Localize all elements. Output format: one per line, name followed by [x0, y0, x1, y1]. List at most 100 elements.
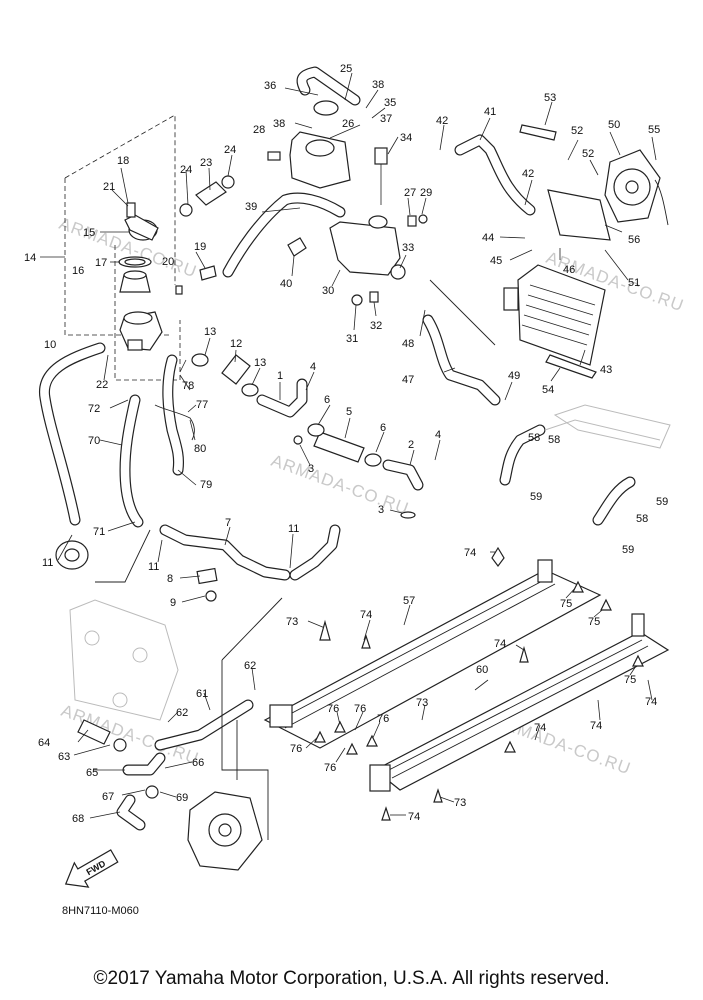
callout-58a: 58	[528, 432, 540, 444]
callout-14: 14	[24, 252, 36, 264]
callout-74f: 74	[534, 722, 546, 734]
callout-62b: 62	[176, 707, 188, 719]
callout-76b: 76	[354, 703, 366, 715]
callout-40: 40	[280, 278, 292, 290]
callout-16: 16	[72, 265, 84, 277]
callout-50: 50	[608, 119, 620, 131]
hose-7	[159, 524, 291, 581]
callout-57: 57	[403, 595, 415, 607]
callout-35: 35	[384, 97, 396, 109]
callout-74c: 74	[494, 638, 506, 650]
callout-4a: 4	[310, 361, 316, 373]
bolt-9	[205, 590, 217, 602]
callout-77: 77	[196, 399, 208, 411]
callout-20: 20	[162, 256, 174, 268]
callout-4b: 4	[435, 429, 441, 441]
callout-71: 71	[93, 526, 105, 538]
callout-78: 78	[182, 380, 194, 392]
pipe-57	[263, 559, 602, 749]
callout-13b: 13	[254, 357, 266, 369]
copyright-notice: ©2017 Yamaha Motor Corporation, U.S.A. A…	[93, 968, 610, 989]
callout-26: 26	[342, 118, 354, 130]
callout-54: 54	[542, 384, 554, 396]
pipe-1	[256, 378, 308, 418]
callout-72: 72	[88, 403, 100, 415]
callout-69: 69	[176, 792, 188, 804]
callout-66: 66	[192, 757, 204, 769]
callout-31: 31	[346, 333, 358, 345]
engine-block-ghost	[69, 599, 179, 721]
callout-67: 67	[102, 791, 114, 803]
callout-43: 43	[600, 364, 612, 376]
callout-80: 80	[194, 443, 206, 455]
callout-52b: 52	[582, 148, 594, 160]
callout-73c: 73	[454, 797, 466, 809]
callout-74b: 74	[360, 609, 372, 621]
callout-65: 65	[86, 767, 98, 779]
wire-77	[154, 404, 195, 441]
callout-25: 25	[340, 63, 352, 75]
callout-30: 30	[322, 285, 334, 297]
callout-13a: 13	[204, 326, 216, 338]
clip-3	[293, 435, 303, 445]
callout-59a: 59	[530, 491, 542, 503]
strip-54	[545, 354, 597, 379]
callout-37: 37	[380, 113, 392, 125]
callout-15: 15	[83, 227, 95, 239]
hose-23-24	[179, 175, 235, 217]
clamp-8	[196, 567, 218, 585]
hose-70	[119, 394, 144, 528]
hose-58-upper	[499, 424, 546, 486]
callout-74g: 74	[408, 811, 420, 823]
callout-44: 44	[482, 232, 494, 244]
callout-5: 5	[346, 406, 352, 418]
callout-18: 18	[117, 155, 129, 167]
callout-56: 56	[628, 234, 640, 246]
callout-75a: 75	[560, 598, 572, 610]
callout-11b: 11	[148, 561, 159, 573]
callout-49: 49	[508, 370, 520, 382]
ghost-radiator-outline	[544, 404, 671, 449]
callout-33: 33	[402, 242, 414, 254]
callout-22: 22	[96, 379, 108, 391]
hose-39	[222, 192, 346, 278]
callout-59b: 59	[656, 496, 668, 508]
fan-shroud-56	[547, 149, 669, 241]
callout-46: 46	[563, 264, 575, 276]
callout-7: 7	[225, 517, 231, 529]
callout-27: 27	[404, 187, 416, 199]
callout-24a: 24	[180, 164, 192, 176]
callout-39: 39	[245, 201, 257, 213]
fwd-arrow: FWD	[64, 849, 119, 888]
reservoir-cap-26	[267, 66, 361, 189]
callout-34: 34	[400, 132, 412, 144]
callout-47: 47	[402, 374, 414, 386]
callout-23: 23	[200, 157, 212, 169]
callout-42b: 42	[522, 168, 534, 180]
hose-47	[422, 314, 501, 406]
callout-24b: 24	[224, 144, 236, 156]
callout-41: 41	[484, 106, 496, 118]
callout-79: 79	[200, 479, 212, 491]
hose-5	[307, 423, 382, 467]
hose-12-13	[191, 353, 259, 397]
hose-58-lower	[592, 476, 636, 526]
pipe-11-right	[289, 524, 341, 581]
hose-41	[454, 134, 536, 216]
callout-21: 21	[103, 181, 115, 193]
strip-53	[519, 124, 557, 141]
callout-9: 9	[170, 597, 176, 609]
leader-lines	[57, 72, 657, 819]
callout-60: 60	[476, 664, 488, 676]
cap-34	[374, 147, 388, 165]
callout-68: 68	[72, 813, 84, 825]
callout-1: 1	[277, 370, 283, 382]
callout-75c: 75	[624, 674, 636, 686]
hose-10	[39, 342, 106, 526]
callout-76d: 76	[290, 743, 302, 755]
callout-19: 19	[194, 241, 206, 253]
callout-74a: 74	[464, 547, 476, 559]
callout-28: 28	[253, 124, 265, 136]
hose-78	[162, 354, 184, 476]
